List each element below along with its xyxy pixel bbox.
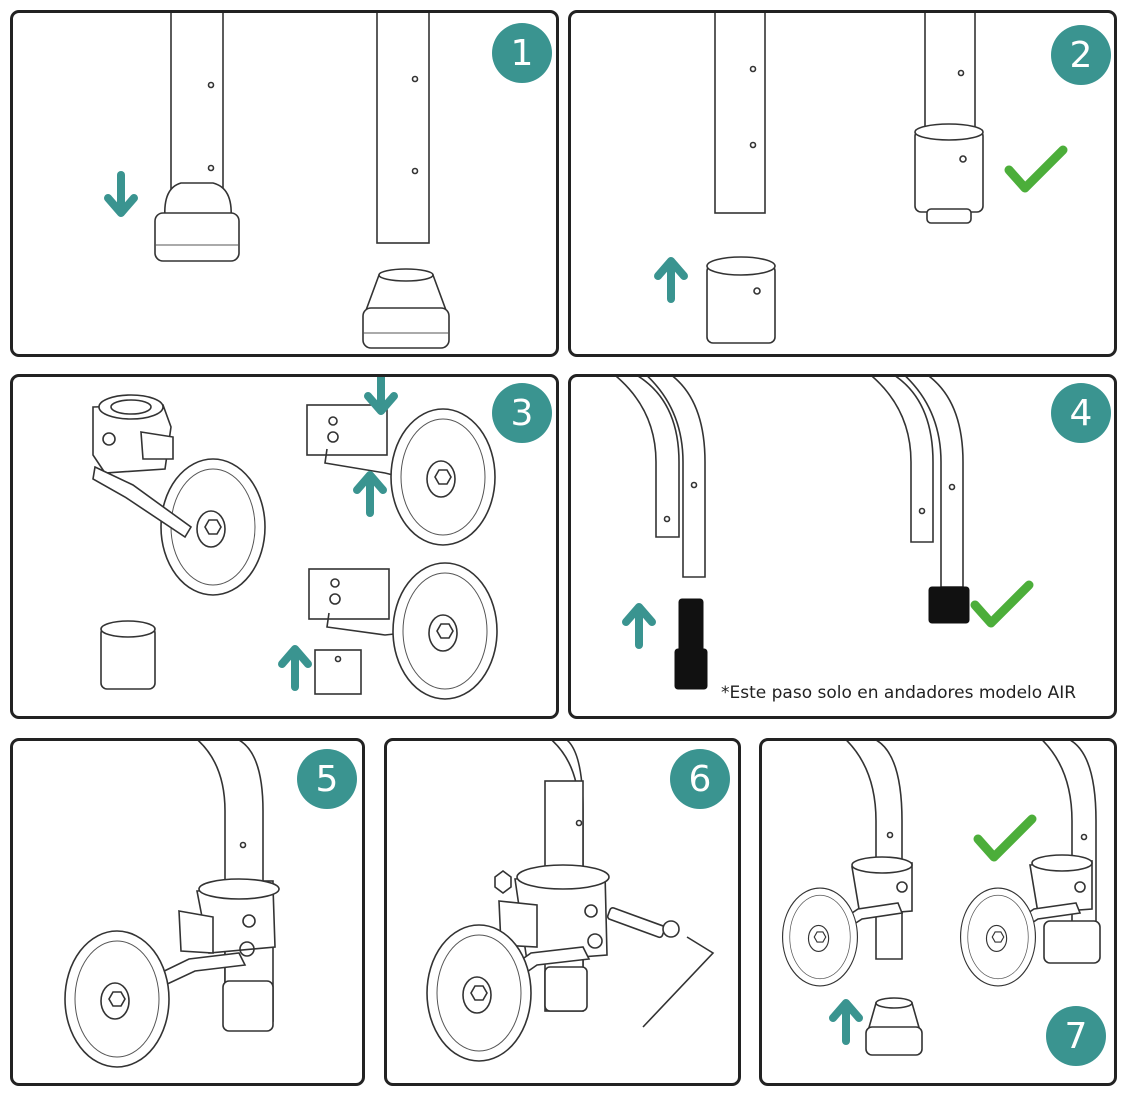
step-6-panel: 6 bbox=[384, 738, 741, 1086]
checkmark-icon bbox=[1009, 150, 1063, 188]
step-4-panel: 4 *Este paso solo en andadores modelo AI… bbox=[568, 374, 1117, 719]
step-4-illustration bbox=[615, 377, 1117, 690]
step-2-illustration bbox=[571, 13, 1117, 344]
step-6-illustration bbox=[426, 741, 715, 1062]
step-number-badge: 7 bbox=[1046, 1006, 1106, 1066]
step-1-panel: 1 bbox=[10, 10, 559, 357]
step-7-panel: 7 bbox=[759, 738, 1117, 1086]
arrow-up-icon bbox=[658, 261, 684, 299]
arrow-up-icon bbox=[282, 649, 308, 687]
step-number-badge: 5 bbox=[297, 749, 357, 809]
step-5-illustration bbox=[64, 741, 280, 1068]
arrow-up-icon bbox=[833, 1003, 859, 1041]
step-number-badge: 3 bbox=[492, 383, 552, 443]
arrow-down-icon bbox=[368, 377, 394, 411]
step-number-badge: 2 bbox=[1051, 25, 1111, 85]
step-number-badge: 6 bbox=[670, 749, 730, 809]
arrow-down-icon bbox=[108, 175, 134, 213]
model-note: *Este paso solo en andadores modelo AIR bbox=[721, 683, 1077, 703]
checkmark-icon bbox=[978, 819, 1032, 857]
checkmark-icon bbox=[975, 585, 1029, 623]
step-3-panel: 3 bbox=[10, 374, 559, 719]
arrow-up-icon bbox=[357, 475, 383, 513]
step-3-illustration bbox=[92, 377, 498, 700]
step-5-panel: 5 bbox=[10, 738, 365, 1086]
step-2-panel: 2 bbox=[568, 10, 1117, 357]
arrow-up-icon bbox=[626, 607, 652, 645]
step-7-illustration bbox=[781, 741, 1101, 1056]
step-1-illustration bbox=[13, 13, 450, 349]
step-number-badge: 4 bbox=[1051, 383, 1111, 443]
step-number-badge: 1 bbox=[492, 23, 552, 83]
